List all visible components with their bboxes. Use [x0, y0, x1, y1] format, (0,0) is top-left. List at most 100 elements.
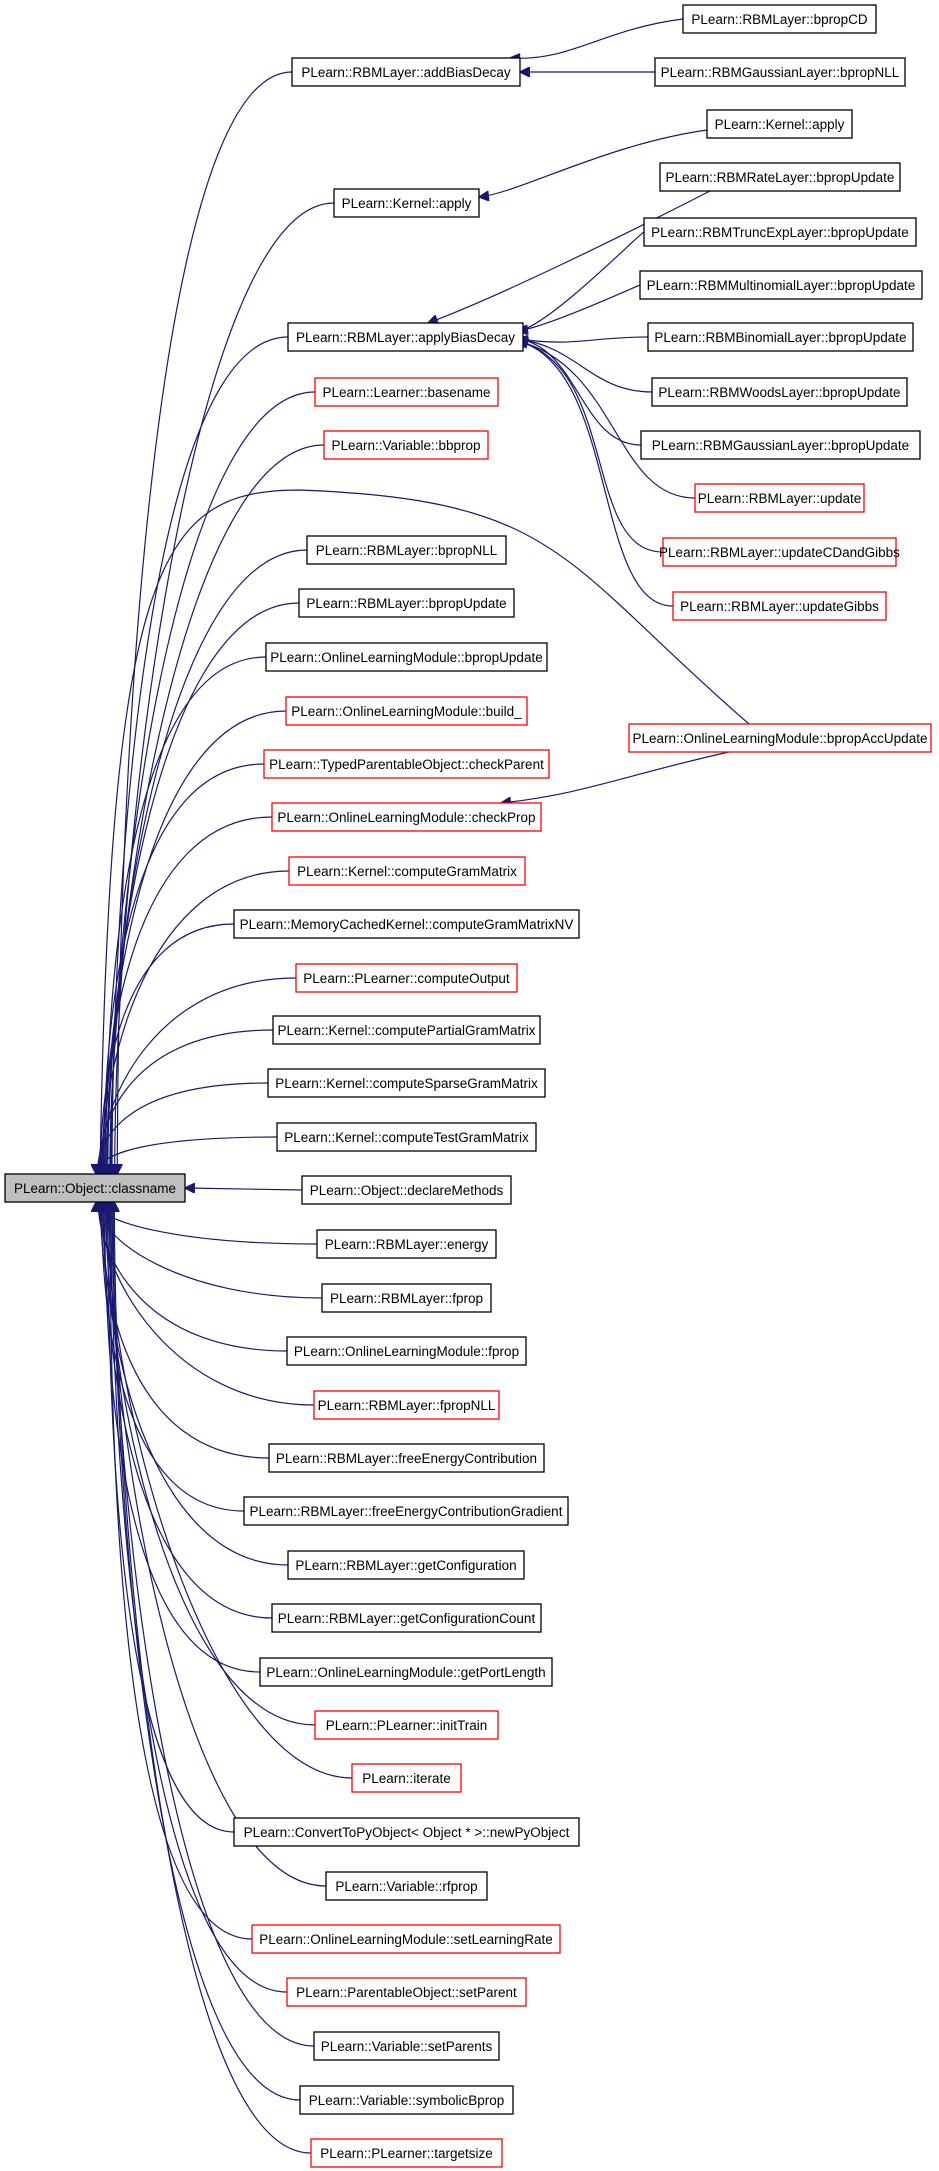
- node-c_olmFprop[interactable]: PLearn::OnlineLearningModule::fprop: [286, 1336, 527, 1366]
- node-box: [325, 1871, 488, 1901]
- node-d_multiBpropUpdate[interactable]: PLearn::RBMMultinomialLayer::bpropUpdate: [639, 270, 923, 300]
- root-node-label: PLearn::Object::classname: [14, 1181, 176, 1196]
- node-label: PLearn::OnlineLearningModule::setLearnin…: [259, 1932, 552, 1947]
- node-d_update[interactable]: PLearn::RBMLayer::update: [694, 483, 865, 513]
- node-label: PLearn::OnlineLearningModule::checkProp: [277, 810, 535, 825]
- node-box: [672, 591, 887, 621]
- node-box: [651, 377, 908, 407]
- edge-d_bpropCD-to-c_addBiasDecay: [510, 18, 684, 58]
- node-box: [628, 723, 932, 753]
- edge-c_kernelApply-to-root: [115, 202, 335, 1174]
- edge-c_addBiasDecay-to-root: [117, 71, 293, 1174]
- node-c_targetsize[interactable]: PLearn::PLearner::targetsize: [310, 2138, 503, 2168]
- node-c_kernelApply[interactable]: PLearn::Kernel::apply: [333, 188, 480, 218]
- node-label: PLearn::Variable::rfprop: [335, 1879, 477, 1894]
- node-c_rfprop[interactable]: PLearn::Variable::rfprop: [325, 1871, 488, 1901]
- edge-c_declareMethods-to-root: [185, 1188, 303, 1190]
- node-c_energy[interactable]: PLearn::RBMLayer::energy: [316, 1229, 497, 1259]
- node-c_bpropUpdate[interactable]: PLearn::RBMLayer::bpropUpdate: [298, 588, 515, 618]
- node-c_bpropNLL[interactable]: PLearn::RBMLayer::bpropNLL: [306, 535, 507, 565]
- edge-c_build-to-root: [105, 710, 287, 1174]
- root-node[interactable]: PLearn::Object::classname: [4, 1173, 186, 1203]
- node-box: [233, 909, 580, 939]
- node-d_truncBpropUpdate[interactable]: PLearn::RBMTruncExpLayer::bpropUpdate: [643, 217, 917, 247]
- node-c_computeGramMatrix[interactable]: PLearn::Kernel::computeGramMatrix: [288, 856, 526, 886]
- node-c_freeEnergy[interactable]: PLearn::RBMLayer::freeEnergyContribution: [268, 1443, 545, 1473]
- node-box: [291, 57, 521, 87]
- node-box: [265, 642, 548, 672]
- edge-c_checkProp-to-root: [102, 816, 273, 1174]
- node-box: [286, 1977, 527, 2007]
- edge-c_iterate-to-root: [107, 1202, 353, 1779]
- node-box: [333, 188, 480, 218]
- node-c_setParent[interactable]: PLearn::ParentableObject::setParent: [286, 1977, 527, 2007]
- node-c_build[interactable]: PLearn::OnlineLearningModule::build_: [285, 696, 528, 726]
- edge-c_targetsize-to-root: [114, 1202, 312, 2154]
- node-c_checkProp[interactable]: PLearn::OnlineLearningModule::checkProp: [271, 802, 542, 832]
- node-box: [268, 1443, 545, 1473]
- node-c_olmBpropUpdate[interactable]: PLearn::OnlineLearningModule::bpropUpdat…: [265, 642, 548, 672]
- node-c_computeOutput[interactable]: PLearn::PLearner::computeOutput: [295, 963, 518, 993]
- node-c_getPortLength[interactable]: PLearn::OnlineLearningModule::getPortLen…: [259, 1657, 553, 1687]
- node-box: [316, 1229, 497, 1259]
- node-box: [310, 2138, 503, 2168]
- edge-c_olmFprop-to-root: [98, 1202, 288, 1352]
- node-c_addBiasDecay[interactable]: PLearn::RBMLayer::addBiasDecay: [291, 57, 521, 87]
- edge-c_computePartial-to-root: [98, 1029, 274, 1174]
- node-c_declareMethods[interactable]: PLearn::Object::declareMethods: [301, 1175, 512, 1205]
- node-label: PLearn::RBMLayer::freeEnergyContribution…: [250, 1504, 563, 1519]
- node-d_bpropCD[interactable]: PLearn::RBMLayer::bpropCD: [682, 4, 877, 34]
- edge-c_fpropNLL-to-root: [99, 1202, 315, 1406]
- node-c_getConfigCount[interactable]: PLearn::RBMLayer::getConfigurationCount: [271, 1603, 542, 1633]
- node-box: [647, 322, 914, 352]
- node-label: PLearn::RBMLayer::freeEnergyContribution: [276, 1451, 537, 1466]
- node-c_symbolicBprop[interactable]: PLearn::Variable::symbolicBprop: [299, 2085, 514, 2115]
- node-c_computeTest[interactable]: PLearn::Kernel::computeTestGramMatrix: [276, 1122, 537, 1152]
- node-d_gaussBpropNLL[interactable]: PLearn::RBMGaussianLayer::bpropNLL: [654, 57, 906, 87]
- node-c_checkParent[interactable]: PLearn::TypedParentableObject::checkPare…: [263, 749, 550, 779]
- node-label: PLearn::Variable::bbprop: [331, 438, 480, 453]
- node-c_setLR[interactable]: PLearn::OnlineLearningModule::setLearnin…: [251, 1924, 561, 1954]
- edge-d_updateCD-to-c_applyBiasDecay: [518, 341, 664, 553]
- node-c_fprop[interactable]: PLearn::RBMLayer::fprop: [321, 1283, 492, 1313]
- node-label: PLearn::TypedParentableObject::checkPare…: [269, 757, 544, 772]
- node-d_updateGibbs[interactable]: PLearn::RBMLayer::updateGibbs: [672, 591, 887, 621]
- node-c_freeEnergyGrad[interactable]: PLearn::RBMLayer::freeEnergyContribution…: [243, 1496, 569, 1526]
- node-c_bbprop[interactable]: PLearn::Variable::bbprop: [323, 430, 489, 460]
- node-box: [287, 322, 524, 352]
- node-d_rateBpropUpdate[interactable]: PLearn::RBMRateLayer::bpropUpdate: [659, 162, 901, 192]
- node-box: [306, 535, 507, 565]
- node-label: PLearn::RBMGaussianLayer::bpropUpdate: [652, 438, 909, 453]
- node-label: PLearn::Kernel::computeTestGramMatrix: [284, 1130, 529, 1145]
- node-c_getConfig[interactable]: PLearn::RBMLayer::getConfiguration: [287, 1550, 525, 1580]
- node-c_initTrain[interactable]: PLearn::PLearner::initTrain: [314, 1710, 499, 1740]
- node-box: [276, 1122, 537, 1152]
- node-label: PLearn::PLearner::computeOutput: [303, 971, 510, 986]
- node-d_kernelApply[interactable]: PLearn::Kernel::apply: [706, 109, 853, 139]
- edge-d_rateBpropUpdate-to-c_applyBiasDecay: [428, 190, 711, 323]
- node-c_computeGramMatrixNV[interactable]: PLearn::MemoryCachedKernel::computeGramM…: [233, 909, 580, 939]
- node-d_updateCD[interactable]: PLearn::RBMLayer::updateCDandGibbs: [659, 537, 900, 567]
- node-d_bpropAccUpdate[interactable]: PLearn::OnlineLearningModule::bpropAccUp…: [628, 723, 932, 753]
- edge-c_fprop-to-root: [97, 1202, 323, 1299]
- edge-d_bpropAccUpdate-to-root: [100, 489, 750, 1174]
- node-label: PLearn::Object::declareMethods: [310, 1183, 504, 1198]
- node-c_iterate[interactable]: PLearn::iterate: [351, 1763, 462, 1793]
- node-c_computePartial[interactable]: PLearn::Kernel::computePartialGramMatrix: [272, 1015, 541, 1045]
- edge-c_computeGramMatrixNV-to-root: [100, 923, 235, 1174]
- edge-c_getPortLength-to-root: [105, 1202, 261, 1673]
- node-label: PLearn::Learner::basename: [322, 385, 490, 400]
- node-c_fpropNLL[interactable]: PLearn::RBMLayer::fpropNLL: [313, 1390, 500, 1420]
- node-c_basename[interactable]: PLearn::Learner::basename: [314, 377, 499, 407]
- node-label: PLearn::RBMLayer::applyBiasDecay: [296, 330, 515, 345]
- node-c_applyBiasDecay[interactable]: PLearn::RBMLayer::applyBiasDecay: [287, 322, 524, 352]
- node-d_binomBpropUpdate[interactable]: PLearn::RBMBinomialLayer::bpropUpdate: [647, 322, 914, 352]
- node-c_computeSparse[interactable]: PLearn::Kernel::computeSparseGramMatrix: [267, 1068, 546, 1098]
- node-d_gaussBpropUpdate[interactable]: PLearn::RBMGaussianLayer::bpropUpdate: [640, 430, 921, 460]
- node-label: PLearn::OnlineLearningModule::bpropUpdat…: [270, 650, 542, 665]
- node-c_setParents[interactable]: PLearn::Variable::setParents: [313, 2031, 500, 2061]
- node-c_newPyObject[interactable]: PLearn::ConvertToPyObject< Object * >::n…: [233, 1817, 580, 1847]
- edge-d_woodsBpropUpdate-to-c_applyBiasDecay: [518, 339, 653, 393]
- node-d_woodsBpropUpdate[interactable]: PLearn::RBMWoodsLayer::bpropUpdate: [651, 377, 908, 407]
